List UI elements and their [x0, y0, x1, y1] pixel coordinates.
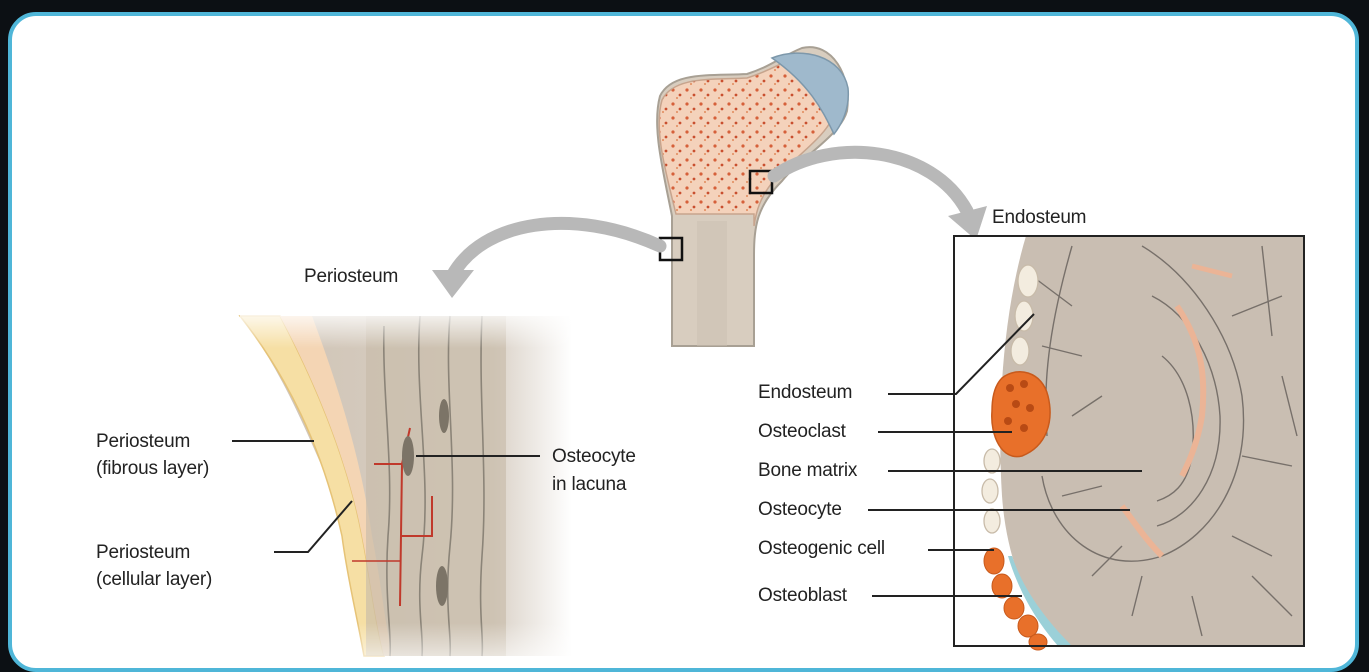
label-endosteum: Endosteum — [758, 381, 852, 405]
label-osteoblast: Osteoblast — [758, 584, 847, 608]
periosteum-title: Periosteum — [304, 265, 398, 289]
label-bone-matrix: Bone matrix — [758, 459, 857, 483]
label-osteogenic-cell: Osteogenic cell — [758, 537, 885, 561]
endosteum-detail — [954, 236, 1304, 650]
label-osteocyte: Osteocyte — [758, 498, 842, 522]
label-osteocyte-lacuna-1: Osteocyte — [552, 445, 636, 469]
label-periosteum-fibrous-2: (fibrous layer) — [96, 457, 209, 481]
endosteum-title: Endosteum — [992, 206, 1086, 230]
bone-illustration — [12, 16, 1359, 672]
femur-illustration — [657, 47, 848, 346]
label-periosteum-cellular-2: (cellular layer) — [96, 568, 212, 592]
label-osteoclast: Osteoclast — [758, 420, 846, 444]
label-periosteum-fibrous-1: Periosteum — [96, 430, 190, 454]
periosteum-detail — [240, 306, 580, 658]
diagram-frame: Periosteum Endosteum Periosteum (fibrous… — [8, 12, 1359, 672]
label-periosteum-cellular-1: Periosteum — [96, 541, 190, 565]
label-osteocyte-lacuna-2: in lacuna — [552, 473, 626, 497]
